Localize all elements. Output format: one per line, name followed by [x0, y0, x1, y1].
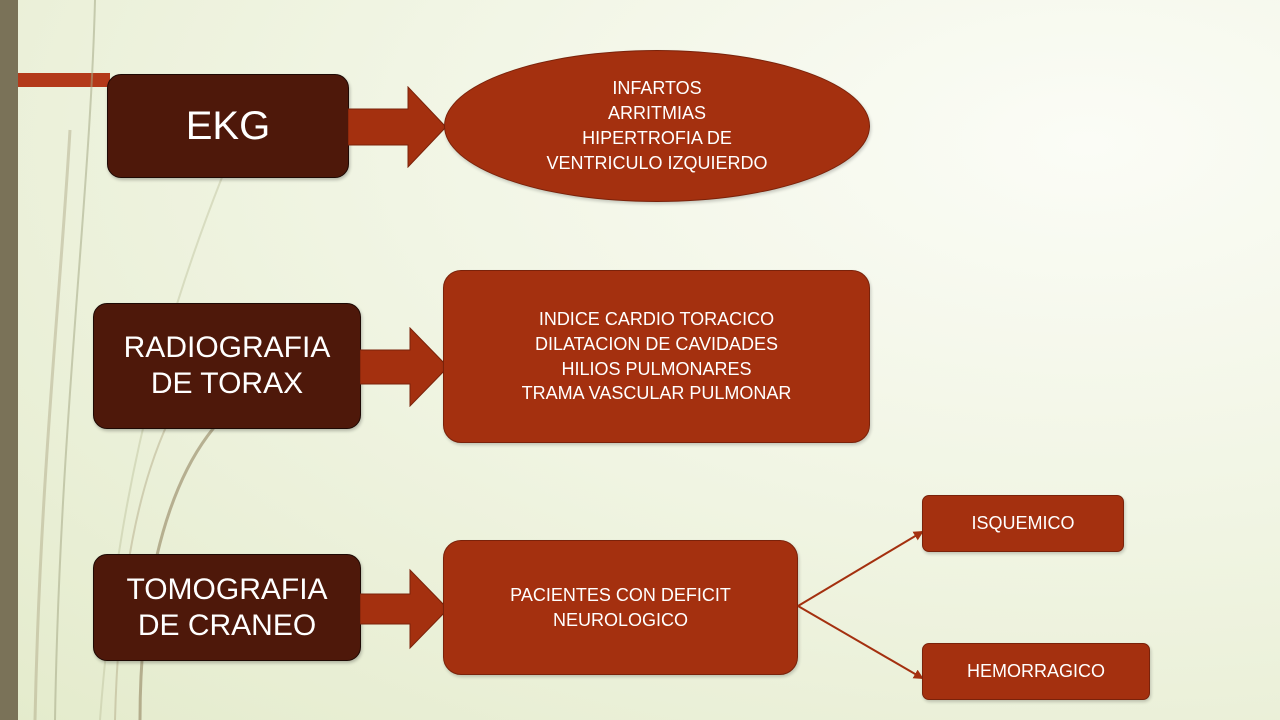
exam-box-radiografia: RADIOGRAFIA DE TORAX: [93, 303, 361, 429]
left-decor-bar: [0, 0, 18, 720]
exam-label-ekg: EKG: [185, 104, 271, 148]
arrow-right-icon: [348, 86, 447, 168]
exam-box-tomografia: TOMOGRAFIA DE CRANEO: [93, 554, 361, 661]
branch-box-hemorragico: HEMORRAGICO: [922, 643, 1150, 700]
findings-box-tomografia: PACIENTES CON DEFICIT NEUROLOGICO: [443, 540, 798, 675]
branch-label-hemorragico: HEMORRAGICO: [966, 661, 1105, 681]
branch-box-isquemico: ISQUEMICO: [922, 495, 1124, 552]
exam-box-ekg: EKG: [107, 74, 349, 178]
findings-ellipse-ekg: INFARTOS ARRITMIAS HIPERTROFIA DE VENTRI…: [444, 50, 870, 202]
findings-text-radiografia: INDICE CARDIO TORACICO DILATACION DE CAV…: [521, 308, 792, 404]
top-accent-bar: [18, 73, 110, 87]
connector-hemorragico: [797, 605, 924, 680]
findings-text-tomografia: PACIENTES CON DEFICIT NEUROLOGICO: [510, 584, 731, 630]
findings-box-radiografia: INDICE CARDIO TORACICO DILATACION DE CAV…: [443, 270, 870, 443]
findings-text-ekg: INFARTOS ARRITMIAS HIPERTROFIA DE VENTRI…: [546, 78, 768, 173]
branch-label-isquemico: ISQUEMICO: [971, 513, 1075, 533]
arrow-right-icon: [360, 327, 449, 407]
arrow-right-icon: [360, 568, 449, 650]
exam-label-radiografia: RADIOGRAFIA DE TORAX: [123, 331, 331, 400]
exam-label-tomografia: TOMOGRAFIA DE CRANEO: [126, 572, 328, 642]
connector-isquemico: [797, 530, 924, 607]
